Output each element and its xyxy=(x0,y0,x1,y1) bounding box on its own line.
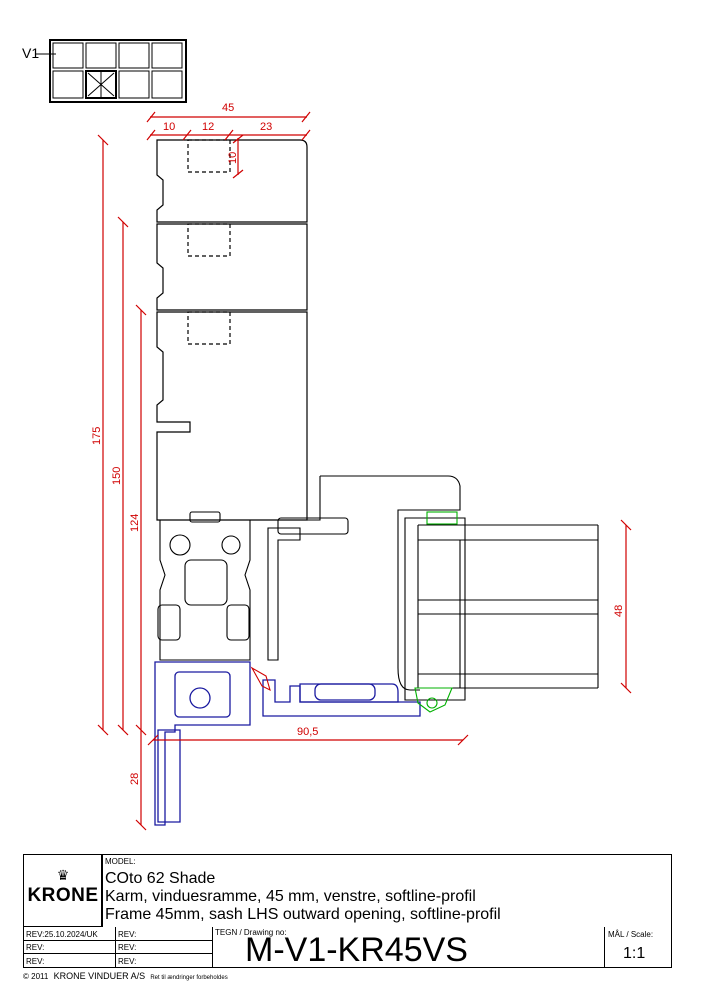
model-name: COto 62 Shade xyxy=(105,870,216,887)
dim-12: 12 xyxy=(202,121,214,133)
profile-stack xyxy=(156,139,308,521)
dim-124: 124 xyxy=(129,514,141,532)
glazing-unit xyxy=(417,524,599,689)
view-label: V1 xyxy=(22,45,39,61)
copyright: © 2011 xyxy=(23,972,49,981)
gasket-green xyxy=(414,687,453,713)
dimension-lines xyxy=(97,111,632,831)
dim-48: 48 xyxy=(613,605,625,617)
description-danish: Karm, vinduesramme, 45 mm, venstre, soft… xyxy=(105,888,476,905)
frame-profile xyxy=(154,661,421,826)
dimension-labels: 45 10 12 23 10 175 150 124 28 90,5 48 xyxy=(91,102,625,785)
rev-row-2: REV: xyxy=(26,943,45,952)
dim-45: 45 xyxy=(222,102,234,114)
key-view: V1 xyxy=(22,39,187,103)
drawing-number-cell: TEGN / Drawing no: M-V1-KR45VS xyxy=(213,927,605,968)
dim-10-left: 10 xyxy=(163,121,175,133)
dim-150: 150 xyxy=(111,467,123,485)
rev-row-2b: REV: xyxy=(118,943,137,952)
rev-row-3b: REV: xyxy=(118,957,137,966)
drawing-number-label: TEGN / Drawing no: xyxy=(215,928,287,937)
description-english: Frame 45mm, sash LHS outward opening, so… xyxy=(105,906,501,923)
drawing-canvas: V1 xyxy=(22,39,632,831)
scale-value: 1:1 xyxy=(623,945,646,962)
footer: © 2011 KRONE VINDUER A/S Ret til ændring… xyxy=(23,971,228,981)
brand-logo: KRONE xyxy=(27,885,99,906)
logo-cell: ♛ KRONE xyxy=(24,855,102,927)
footer-note: Ret til ændringer forbeholdes xyxy=(150,975,228,981)
dim-23: 23 xyxy=(260,121,272,133)
rev-row-3: REV: xyxy=(26,957,45,966)
rev-row-1: REV:25.10.2024/UK xyxy=(26,930,98,939)
dim-10-vertical: 10 xyxy=(227,152,239,164)
dim-90-5: 90,5 xyxy=(297,726,318,738)
sash-profile xyxy=(157,475,466,701)
scale-label: MÅL / Scale: xyxy=(608,930,654,939)
model-label: MODEL: xyxy=(105,857,136,866)
dim-175: 175 xyxy=(91,427,103,445)
gasket-red xyxy=(250,666,271,692)
title-block: ♛ KRONE MODEL: COto 62 Shade Karm, vindu… xyxy=(23,854,672,968)
scale-cell: MÅL / Scale: 1:1 xyxy=(605,927,672,968)
company-name: KRONE VINDUER A/S xyxy=(53,971,146,981)
crown-icon: ♛ xyxy=(56,867,70,883)
drawing-number: M-V1-KR45VS xyxy=(245,931,468,969)
rev-row-1b: REV: xyxy=(118,930,137,939)
dim-28: 28 xyxy=(129,773,141,785)
